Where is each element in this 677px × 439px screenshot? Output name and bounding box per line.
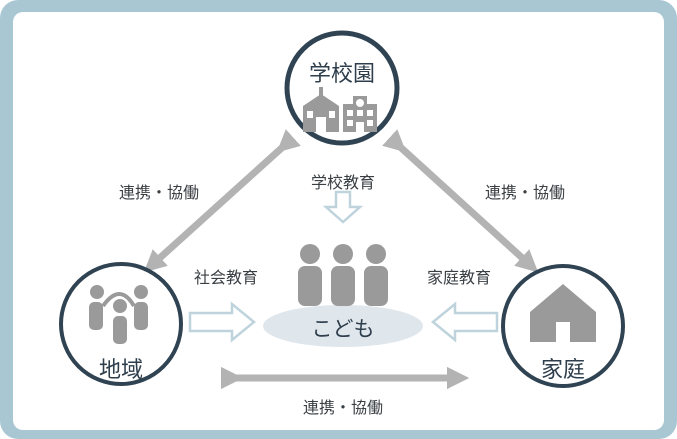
label-home-education: 家庭教育	[427, 268, 491, 287]
home-title: 家庭	[541, 358, 585, 383]
child-title: こども	[312, 317, 375, 341]
label-community-home: 連携・協働	[303, 398, 383, 417]
label-school-community: 連携・協働	[119, 183, 199, 202]
hollow-arrow-community	[188, 301, 256, 343]
label-school-education: 学校教育	[311, 173, 375, 192]
school-title: 学校園	[309, 62, 375, 87]
school-building-icon	[303, 87, 377, 132]
arrow-school-home	[382, 129, 539, 273]
people-joining-hands-icon	[89, 285, 148, 344]
community-title: 地域	[99, 358, 143, 383]
children-group-icon	[298, 244, 388, 306]
hollow-arrow-home	[431, 301, 499, 343]
label-social-education: 社会教育	[194, 268, 258, 287]
arrow-school-community	[143, 129, 301, 273]
child-ellipse	[263, 305, 423, 347]
label-school-home: 連携・協働	[485, 183, 565, 202]
house-icon	[530, 284, 596, 342]
hollow-arrow-school	[322, 190, 364, 224]
